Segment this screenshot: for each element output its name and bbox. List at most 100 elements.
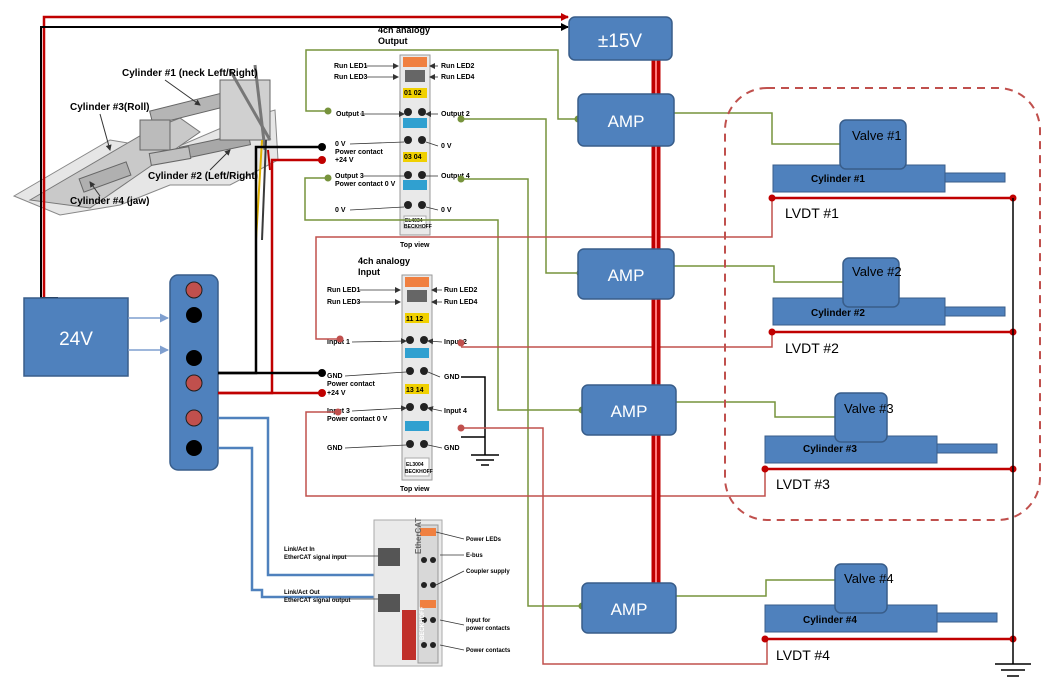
output-module-subtitle: Output: [378, 36, 408, 46]
power-supply-24v: [23, 297, 129, 377]
mechanism-pointer: [209, 149, 231, 171]
output-module-run-led2: Run LED2: [441, 63, 475, 70]
analog-output-module-el4034: [399, 54, 431, 236]
output-module-led-label: 01 02: [404, 90, 422, 97]
feedback-wires-lvdt: [305, 198, 773, 665]
amp-label-1: AMP: [608, 112, 645, 131]
amp-box-1: AMP: [577, 93, 675, 147]
input-module-top-view: Top view: [400, 486, 430, 493]
output-module-run-led1: Run LED1: [334, 63, 368, 70]
input-module-power-contact-0v: Power contact 0 V: [327, 416, 388, 423]
output-module-0v: 0 V: [335, 141, 346, 148]
callout-line: [349, 141, 405, 145]
valve-label-3: Valve #3: [844, 401, 894, 416]
callout-line: [435, 570, 465, 586]
valve-cylinder-group: [724, 87, 1041, 521]
input-module-run-led4: Run LED4: [444, 299, 478, 306]
input-module-plus24v: +24 V: [327, 390, 346, 397]
output-module-output4: Output 4: [441, 173, 470, 180]
terminal-red: [185, 374, 203, 392]
junction: [318, 143, 326, 151]
terminal-black: [186, 350, 202, 366]
output-module-output3: Output 3: [335, 173, 364, 180]
coupler-ebus: E-bus: [466, 553, 483, 559]
lvdt-terminal: [768, 328, 776, 336]
amp-label-3: AMP: [611, 402, 648, 421]
input-module-run-led1: Run LED1: [327, 287, 361, 294]
coupler-ethercat-logo: EtherCAT: [414, 518, 423, 554]
output-module-plus24v: +24 V: [335, 157, 354, 164]
ethercat-coupler-ek1100: [373, 519, 443, 667]
lvdt-terminal: [761, 635, 769, 643]
terminal-black: [186, 440, 202, 456]
power-supply-15v-label: ±15V: [598, 31, 643, 52]
lvdt-label-1: LVDT #1: [785, 205, 839, 221]
mechanism-pointer: [164, 79, 201, 106]
mechanism-label-cylinder-1: Cylinder #1 (neck Left/Right): [122, 68, 258, 79]
lvdt-terminal: [761, 465, 769, 473]
input-module-gnd-right-2: GND: [444, 445, 460, 452]
callout-line: [349, 206, 405, 211]
output-module-model: EL4034: [405, 218, 423, 224]
output-module-0v-right-2: 0 V: [441, 207, 452, 214]
junction: [318, 369, 326, 377]
callout-line: [435, 531, 465, 540]
mechanism-pointer: [99, 113, 112, 151]
callout-line: [425, 206, 439, 211]
input-module-gnd-right: GND: [444, 374, 460, 381]
lvdt-label-3: LVDT #3: [776, 476, 830, 492]
cylinder-label-3: Cylinder #3: [803, 444, 857, 455]
output-module-0v-right: 0 V: [441, 143, 452, 150]
terminal-red: [185, 281, 203, 299]
power-supply-24v-label: 24V: [59, 329, 93, 350]
input-module-power-contact: Power contact: [327, 381, 376, 388]
amp-box-2: AMP: [577, 248, 675, 300]
output-module-run-led4: Run LED4: [441, 74, 475, 81]
coupler-power-leds: Power LEDs: [466, 537, 502, 543]
valve-4: [834, 563, 888, 614]
callout-line: [427, 338, 443, 345]
input-module-led-label: 13 14: [406, 387, 424, 394]
lvdt-terminal: [768, 194, 776, 202]
input-module-subtitle: Input: [358, 267, 380, 277]
output-module-output1: Output 1: [336, 111, 365, 118]
terminal-red: [185, 409, 203, 427]
lvdt-label-2: LVDT #2: [785, 340, 839, 356]
wire-24v-to-output-module: [218, 158, 322, 395]
input-module-run-led3: Run LED3: [327, 299, 361, 306]
power-supply-15v: [568, 16, 673, 61]
input-module-brand: BECKHOFF: [405, 469, 433, 475]
callout-line: [425, 141, 439, 147]
valve-label-1: Valve #1: [852, 128, 902, 143]
mechanism-label-cylinder-4: Cylinder #4 (jaw): [70, 196, 149, 207]
mechanism-pointer: [89, 181, 101, 197]
callout-line: [427, 444, 443, 449]
mechanism-label-cylinder-2: Cylinder #2 (Left/Right): [148, 171, 258, 182]
output-module-run-led3: Run LED3: [334, 74, 368, 81]
input-module-run-led2: Run LED2: [444, 287, 478, 294]
coupler-supply: Coupler supply: [466, 569, 510, 575]
output-module-output2: Output 2: [441, 111, 470, 118]
analog-input-module-el3004: [401, 274, 433, 481]
amp-label-2: AMP: [608, 266, 645, 285]
input-module-input1: Input 1: [327, 339, 350, 346]
cylinder-label-1: Cylinder #1: [811, 174, 865, 185]
input-module-led-label: 11 12: [406, 316, 423, 323]
valve-label-4: Valve #4: [844, 571, 894, 586]
output-module-top-view: Top view: [400, 242, 430, 249]
callout-line: [439, 644, 465, 651]
coupler-ethercat-in: EtherCAT signal input: [284, 555, 347, 561]
callout-line: [351, 405, 407, 412]
output-module-led-label: 03 04: [404, 154, 422, 161]
coupler-power-contacts: Power contacts: [466, 648, 511, 654]
neck-mechanism-illustration: [12, 64, 279, 241]
mechanism-label-cylinder-3: Cylinder #3(Roll): [70, 102, 149, 113]
input-module-input2: Input 2: [444, 339, 467, 346]
wire-input-ground: [461, 376, 486, 455]
cylinder-label-4: Cylinder #4: [803, 615, 857, 626]
output-module-0v-2: 0 V: [335, 207, 346, 214]
valve-3: [834, 392, 888, 443]
junction: [318, 156, 326, 164]
wire-24v-positive-to-15v: [42, 13, 569, 298]
input-module-model: EL3004: [406, 462, 424, 468]
